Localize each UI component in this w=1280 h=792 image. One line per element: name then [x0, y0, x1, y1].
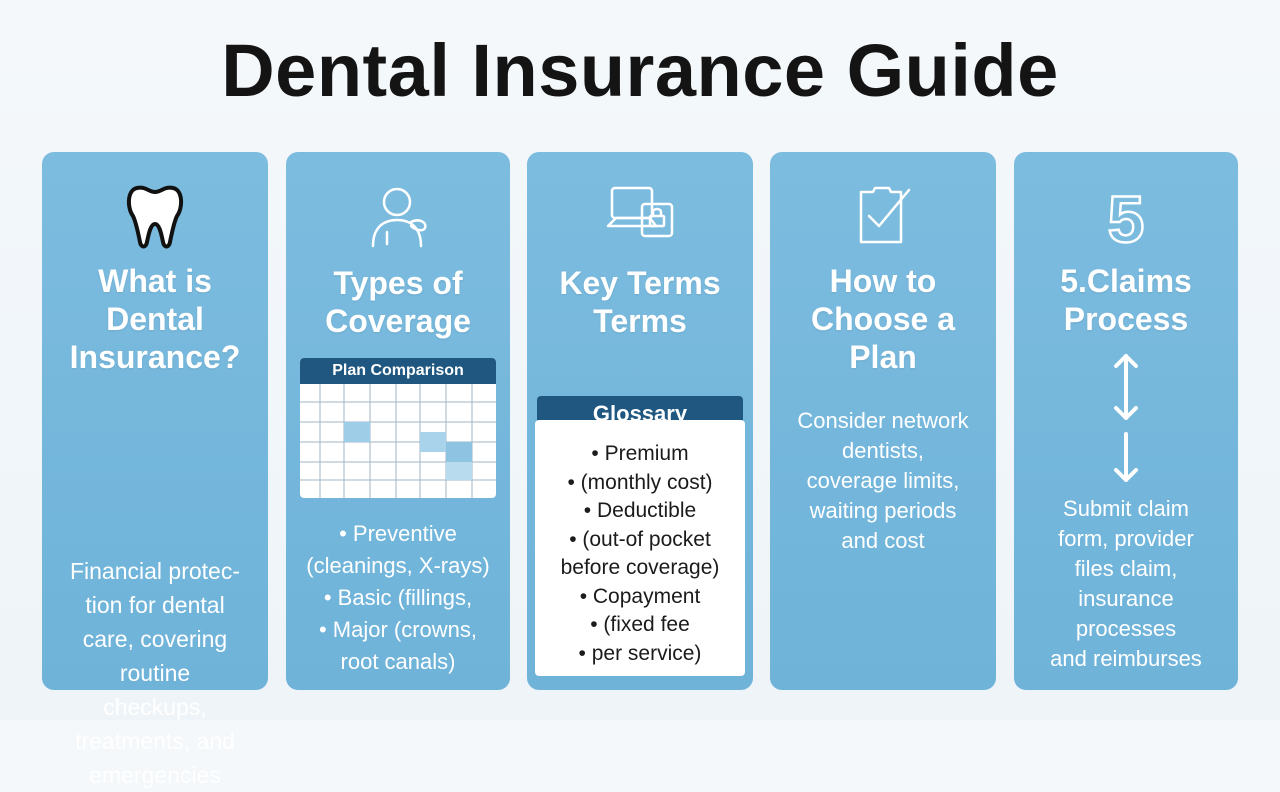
card-title: 5.Claims Process [1060, 263, 1192, 337]
plan-comparison-header: Plan Comparison [300, 358, 496, 384]
coverage-bullets: • Preventive (cleanings, X-rays) • Basic… [306, 521, 490, 674]
page-title: Dental Insurance Guide [221, 29, 1059, 112]
glossary-item: • (out-of pocket [569, 527, 711, 551]
card-claims-process: 5 5.Claims Process Submit claim form, pr… [1014, 152, 1238, 690]
claims-description: Submit claim form, provider files claim,… [1050, 496, 1202, 671]
card-title: How to Choose a Plan [810, 263, 956, 375]
down-arrow-icon [1114, 432, 1138, 482]
card-title: Key Terms Terms [559, 265, 721, 339]
glossary-box: • Premium • (monthly cost) • Deductible … [535, 420, 745, 676]
glossary-list: • Premium • (monthly cost) • Deductible … [535, 440, 745, 668]
card-what-is: What is Dental Insurance? Financial prot… [42, 152, 268, 788]
glossary-item: • Copayment [579, 584, 701, 608]
person-icon [286, 182, 510, 252]
glossary-item: • per service) [578, 641, 702, 665]
glossary-item: • Deductible [583, 499, 697, 522]
card-key-terms: Key Terms Terms Glossary • Premium • (mo… [527, 152, 753, 690]
tooth-icon [42, 182, 268, 252]
card-how-to-choose: How to Choose a Plan Consider network de… [770, 152, 996, 690]
card-types-of-coverage: Types of Coverage Plan Comparison [286, 152, 510, 690]
double-arrow-icon [1114, 354, 1138, 420]
plan-comparison-table: Plan Comparison [300, 358, 496, 498]
number-five-icon: 5 [1014, 182, 1238, 252]
glossary-item: • (monthly cost) [567, 470, 713, 494]
computer-icon [527, 182, 753, 252]
plan-grid [300, 384, 496, 498]
card-title: What is Dental Insurance? [69, 263, 241, 375]
glossary-item: • (fixed fee [590, 613, 690, 636]
checklist-icon [770, 182, 996, 252]
card-title: Types of Coverage [325, 265, 471, 339]
card-description: Financial protec- tion for dental care, … [69, 558, 241, 788]
choose-description: Consider network dentists, coverage limi… [797, 408, 969, 553]
svg-text:5: 5 [1108, 182, 1145, 252]
glossary-item: before coverage) [560, 556, 720, 579]
glossary-item: • Premium [591, 442, 689, 465]
